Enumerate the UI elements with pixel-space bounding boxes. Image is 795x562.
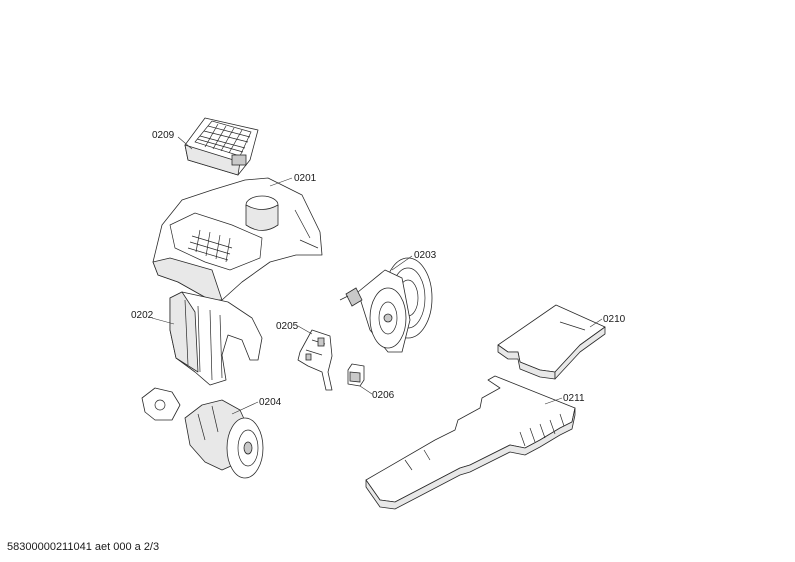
leader-0206: [359, 385, 373, 395]
label-0206: 0206: [372, 390, 395, 401]
part-0205-switch-bracket: [297, 329, 333, 391]
part-0210-pad: [497, 304, 606, 380]
leader-0211: [544, 397, 563, 405]
leader-0210: [589, 318, 603, 328]
part-0201-top-cover: [152, 177, 323, 301]
label-0209: 0209: [152, 130, 175, 141]
label-0210: 0210: [603, 314, 626, 325]
leader-0201: [269, 177, 293, 187]
leader-0204: [231, 401, 259, 415]
part-0206-switch: [347, 363, 365, 387]
leader-0209: [177, 136, 193, 150]
part-0202-motor-guard: [169, 291, 263, 386]
label-0202: 0202: [131, 310, 154, 321]
leader-0202: [151, 317, 175, 325]
label-0205: 0205: [276, 321, 299, 332]
label-0201: 0201: [294, 173, 317, 184]
part-0209-filter: [184, 117, 259, 176]
leader-0203: [391, 255, 413, 271]
label-0204: 0204: [259, 397, 282, 408]
label-0203: 0203: [414, 250, 437, 261]
leader-0205: [297, 325, 313, 335]
part-0211-strip: [365, 375, 576, 510]
part-0203-cable-reel: [339, 257, 433, 353]
part-0204-motor: [141, 387, 264, 479]
document-footer-code: 58300000211041 aet 000 a 2/3: [7, 541, 160, 553]
label-0211: 0211: [563, 393, 585, 404]
